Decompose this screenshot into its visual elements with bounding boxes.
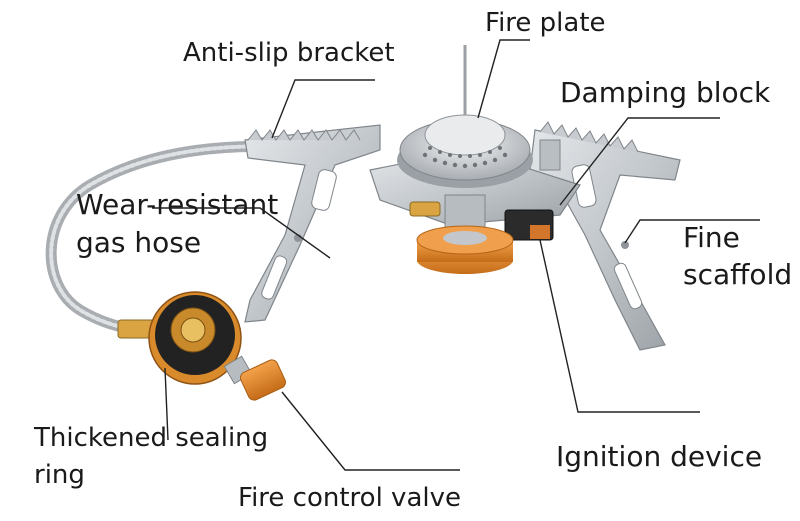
label-thickened-sealing-line1: Thickened sealing (34, 423, 269, 453)
leader-lines (152, 39, 760, 471)
label-fire-control-valve: Fire control valve (238, 483, 461, 513)
damping-block-part (539, 139, 561, 171)
label-damping-block: Damping block (560, 76, 771, 109)
label-wear-resistant-line1: Wear-resistant (76, 188, 279, 221)
label-anti-slip-bracket: Anti-slip bracket (183, 38, 395, 68)
left-leg (244, 124, 381, 323)
label-fire-plate: Fire plate (485, 8, 606, 38)
burner (397, 45, 533, 188)
label-thickened-sealing-line2: ring (34, 460, 85, 490)
canister-connector (416, 225, 514, 274)
label-fine-scaffold-line1: Fine (683, 221, 740, 254)
label-wear-resistant-line2: gas hose (76, 226, 202, 259)
label-fine-scaffold-line2: scaffold (683, 258, 793, 291)
label-ignition-device: Ignition device (556, 440, 763, 473)
regulator (117, 291, 286, 401)
